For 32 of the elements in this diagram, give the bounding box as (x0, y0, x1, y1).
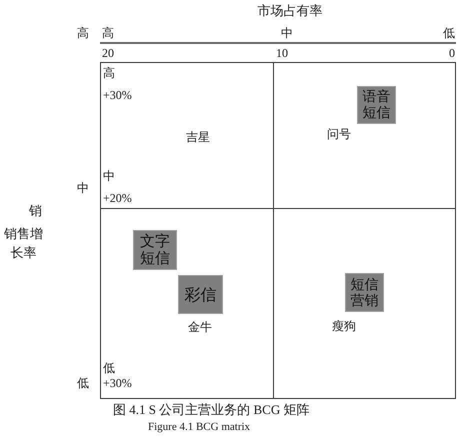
axis-label: 中 (281, 27, 293, 39)
tick-value: +30% (103, 89, 132, 101)
axis-label: 中 (103, 170, 115, 182)
figure-caption: 图 4.1 S 公司主营业务的 BCG 矩阵 (113, 403, 310, 416)
quadrant-label: 金牛 (188, 321, 212, 333)
tick-value: 0 (449, 47, 455, 59)
business-tile: 语音短信 (357, 86, 396, 124)
business-tile: 彩信 (178, 275, 223, 314)
quadrant-label: 瘦狗 (332, 320, 356, 332)
quadrant-panel (100, 62, 274, 209)
quadrant-label: 吉星 (186, 131, 210, 143)
quadrant-panel (273, 62, 456, 209)
axis-label: 高 (103, 67, 115, 79)
axis-label: 高 (102, 27, 114, 39)
business-tile: 短信营销 (345, 273, 384, 312)
axis-label: 高 (77, 27, 89, 39)
axis-title: 市场占有率 (258, 4, 322, 17)
quadrant-panel (100, 208, 274, 399)
figure-caption: Figure 4.1 BCG matrix (148, 422, 250, 433)
business-tile: 文字短信 (133, 230, 177, 270)
axis-label: 低 (77, 377, 89, 389)
axis-label: 低 (443, 27, 455, 39)
axis-label: 低 (103, 362, 115, 374)
tick-value: +30% (103, 377, 132, 389)
tick-value: 10 (276, 47, 288, 59)
axis-title: 销售增长率 (3, 225, 44, 262)
quadrant-label: 问号 (327, 128, 351, 140)
tick-value: +20% (103, 192, 132, 204)
axis-label: 中 (77, 182, 89, 194)
axis-title: 销 (29, 204, 42, 217)
tick-value: 20 (102, 47, 114, 59)
quadrant-panel (273, 208, 456, 399)
